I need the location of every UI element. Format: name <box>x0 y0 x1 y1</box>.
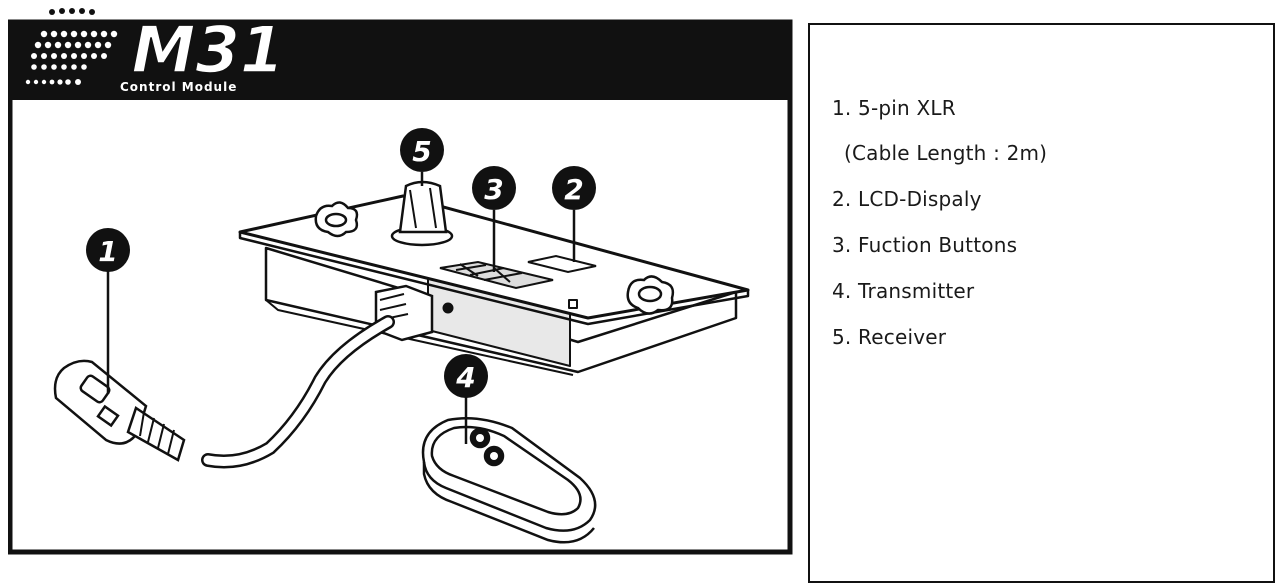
callout-5: 5 <box>400 128 444 172</box>
callout-1-number: 1 <box>98 235 117 268</box>
callout-3: 3 <box>472 166 516 210</box>
product-illustration: M31 Control Module <box>8 0 794 560</box>
callout-2: 2 <box>552 166 596 210</box>
legend-item-label: 1. 5-pin XLR <box>832 96 956 120</box>
legend-list: 1. 5-pin XLR (Cable Length : 2m) 2. LCD-… <box>832 95 1047 370</box>
callout-5-number: 5 <box>412 135 431 168</box>
legend-item-lcd: 2. LCD-Dispaly <box>832 186 1047 212</box>
logo-model-text: M31 <box>132 14 285 88</box>
logo-subtitle-text: Control Module <box>120 80 237 94</box>
callout-4-number: 4 <box>455 361 475 394</box>
legend-item-label: 3. Fuction Buttons <box>832 233 1017 257</box>
legend-item-buttons: 3. Fuction Buttons <box>832 232 1047 258</box>
legend-item-transmitter: 4. Transmitter <box>832 278 1047 304</box>
mounting-knob-left <box>316 202 357 236</box>
callout-1: 1 <box>86 228 130 272</box>
legend-item-sublabel: (Cable Length : 2m) <box>832 140 1047 166</box>
callout-2-number: 2 <box>564 173 583 206</box>
legend-panel: 1. 5-pin XLR (Cable Length : 2m) 2. LCD-… <box>808 23 1275 583</box>
legend-item-receiver: 5. Receiver <box>832 324 1047 350</box>
legend-item-label: 2. LCD-Dispaly <box>832 187 982 211</box>
callout-3-number: 3 <box>484 173 503 206</box>
callout-4: 4 <box>444 354 488 398</box>
legend-item-label: 5. Receiver <box>832 325 946 349</box>
product-figure-panel: M31 Control Module <box>8 0 794 560</box>
legend-item-label: 4. Transmitter <box>832 279 974 303</box>
legend-item-xlr: 1. 5-pin XLR (Cable Length : 2m) <box>832 95 1047 166</box>
